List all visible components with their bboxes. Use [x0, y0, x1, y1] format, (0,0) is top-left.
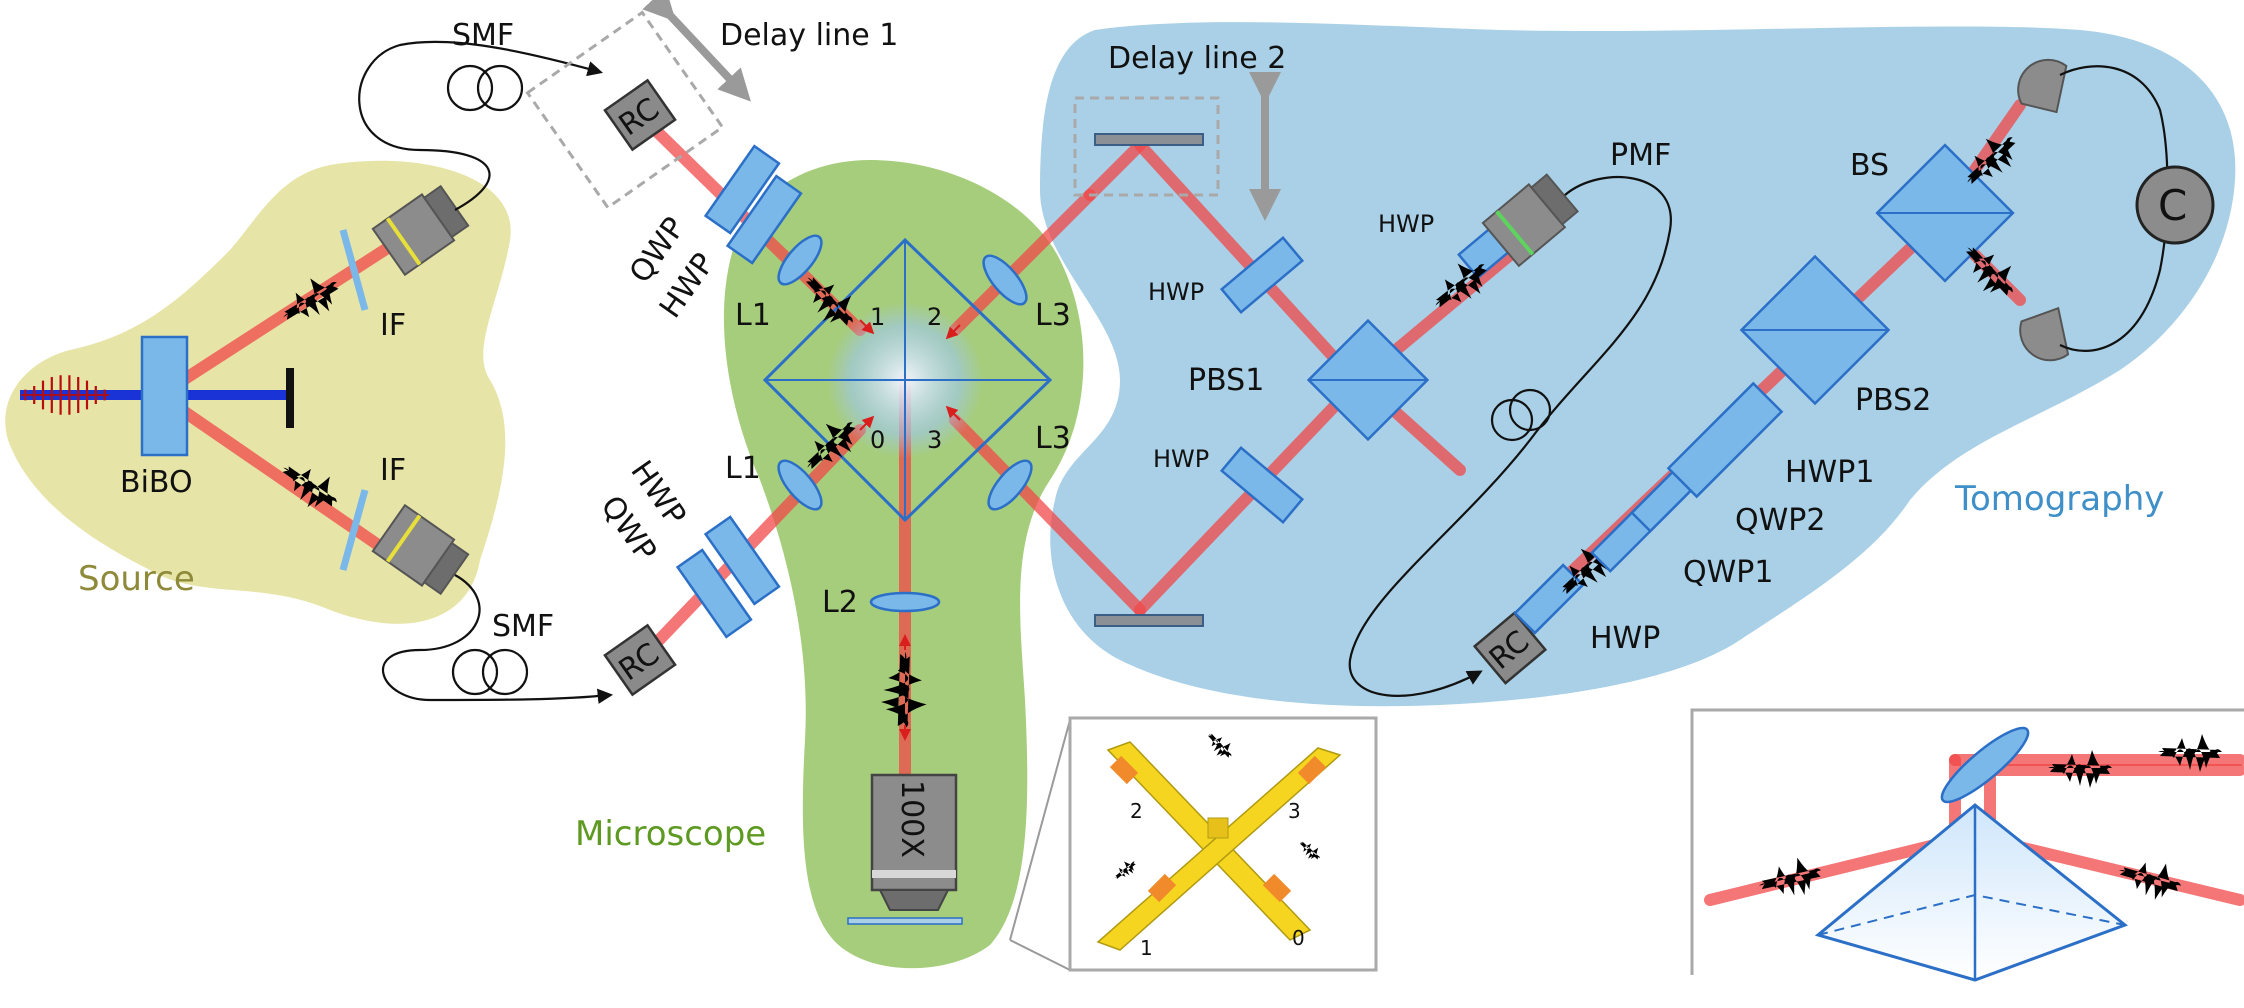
microscope-title: Microscope — [575, 814, 766, 854]
inset-port-1-label: 1 — [1140, 936, 1153, 960]
qwp1-label: QWP1 — [1683, 555, 1773, 590]
interference-filter-bottom — [339, 489, 369, 571]
if-bottom-label: IF — [380, 453, 406, 488]
fiber-loop — [481, 648, 529, 696]
l3-top-label: L3 — [1035, 298, 1071, 333]
qwp-top — [703, 144, 781, 235]
pmf-fiber — [1348, 176, 1672, 697]
hwp1-label: HWP1 — [1785, 455, 1874, 490]
beam-port2 — [949, 189, 1096, 336]
sample-slide — [847, 917, 963, 925]
fiber-coupler-bottom — [371, 503, 470, 596]
coincidence-counter — [2135, 165, 2215, 245]
l1-bottom-label: L1 — [725, 451, 761, 486]
inset-port-3-label: 3 — [1288, 799, 1301, 823]
delay-line-1-label: Delay line 1 — [720, 18, 898, 53]
waveguide-x-chip — [1096, 741, 1342, 951]
rc-top: RC — [603, 78, 677, 152]
port-0-label: 0 — [870, 426, 885, 454]
inset-leader — [1009, 719, 1071, 941]
delay-line-2-label: Delay line 2 — [1108, 41, 1286, 76]
detector-lower — [2019, 306, 2070, 362]
fiber-loop — [476, 64, 524, 112]
port-2-label: 2 — [927, 303, 942, 331]
smf-fiber-top — [358, 40, 603, 211]
lens-l3-top — [982, 254, 1028, 306]
bs-cube — [1875, 143, 2015, 283]
lens-l3-bottom — [987, 459, 1033, 511]
l3-bottom-label: L3 — [1035, 421, 1071, 456]
hwp-top — [725, 174, 803, 265]
lens-l2 — [869, 591, 941, 613]
rc-right: RC — [1472, 611, 1548, 685]
hwp-upper-label: HWP — [1148, 278, 1204, 306]
objective-100x: 100X — [870, 773, 958, 911]
interference-filter-top — [339, 229, 369, 311]
delay-line-1-arrow — [642, 0, 751, 102]
inset-port-0-label: 0 — [1292, 926, 1305, 950]
fiber-loop — [446, 64, 494, 112]
pmf-label: PMF — [1610, 138, 1671, 173]
objective-label: 100X — [894, 780, 929, 858]
inset-beam-in — [1704, 834, 1961, 906]
smf-bottom-label: SMF — [492, 609, 554, 644]
smf-top-label: SMF — [452, 18, 514, 53]
port-1-label: 1 — [870, 303, 885, 331]
lens-l1-bottom — [777, 459, 823, 511]
fiber-coupler-top — [371, 184, 470, 277]
mirror-delay-line-2 — [1094, 133, 1204, 146]
beam-source-lower — [154, 389, 406, 566]
beam-to-pbs1-top — [1134, 139, 1356, 381]
pyramid-side-view — [1814, 803, 2129, 982]
if-top-label: IF — [380, 308, 406, 343]
source-title: Source — [78, 559, 195, 599]
fiber-loop — [1508, 388, 1552, 432]
qwp2-label: QWP2 — [1735, 503, 1825, 538]
detector-upper — [2017, 58, 2068, 114]
coincidence-label: C — [2158, 181, 2187, 230]
beam-port2b — [1084, 139, 1146, 201]
pbs2-cube — [1739, 254, 1891, 406]
hwp-fiber-label: HWP — [1378, 210, 1434, 238]
hwp-lower-label: HWP — [1153, 445, 1209, 473]
pbs1-cube — [1306, 318, 1430, 442]
hwp-lower — [1219, 446, 1305, 524]
inset-port-2-label: 2 — [1130, 799, 1143, 823]
hwp1 — [1666, 381, 1784, 499]
beam-port3 — [949, 414, 1146, 616]
fiber-loop — [451, 648, 499, 696]
pump-pulse-icon — [20, 375, 110, 415]
pyramid-hidden-edge — [1817, 893, 2126, 936]
beam-direction-arrow — [859, 415, 875, 431]
port-3-label: 3 — [927, 426, 942, 454]
hwp-upper — [1219, 236, 1305, 314]
fiber-coupler-pmf — [1481, 173, 1580, 268]
pbs2-label: PBS2 — [1855, 383, 1931, 418]
tomography-title: Tomography — [1954, 479, 2164, 519]
qwp-bottom — [675, 548, 753, 639]
pyramid-inset-frame — [1690, 708, 2244, 975]
bs-label: BS — [1850, 148, 1889, 183]
l1-top-label: L1 — [735, 298, 771, 333]
l2-label: L2 — [822, 585, 858, 620]
bibo-label: BiBO — [120, 465, 193, 500]
beam-to-pbs1-bottom — [1134, 384, 1356, 616]
mirror-bottom — [1094, 614, 1204, 627]
smf-fiber-bottom — [382, 574, 614, 704]
hwp-bottom — [703, 515, 781, 606]
beam-direction-arrow — [859, 319, 875, 335]
bibo-crystal — [140, 335, 189, 457]
inset-lens — [1940, 726, 2030, 804]
lens-l1-top — [777, 234, 823, 286]
beam-direction-arrow — [945, 324, 961, 340]
beam-direction-arrow — [945, 405, 961, 421]
pbs1-label: PBS1 — [1188, 363, 1264, 398]
hwp-rc-label: HWP — [1590, 621, 1660, 656]
beam-source-upper — [154, 234, 406, 401]
inset-leader — [1009, 939, 1071, 971]
